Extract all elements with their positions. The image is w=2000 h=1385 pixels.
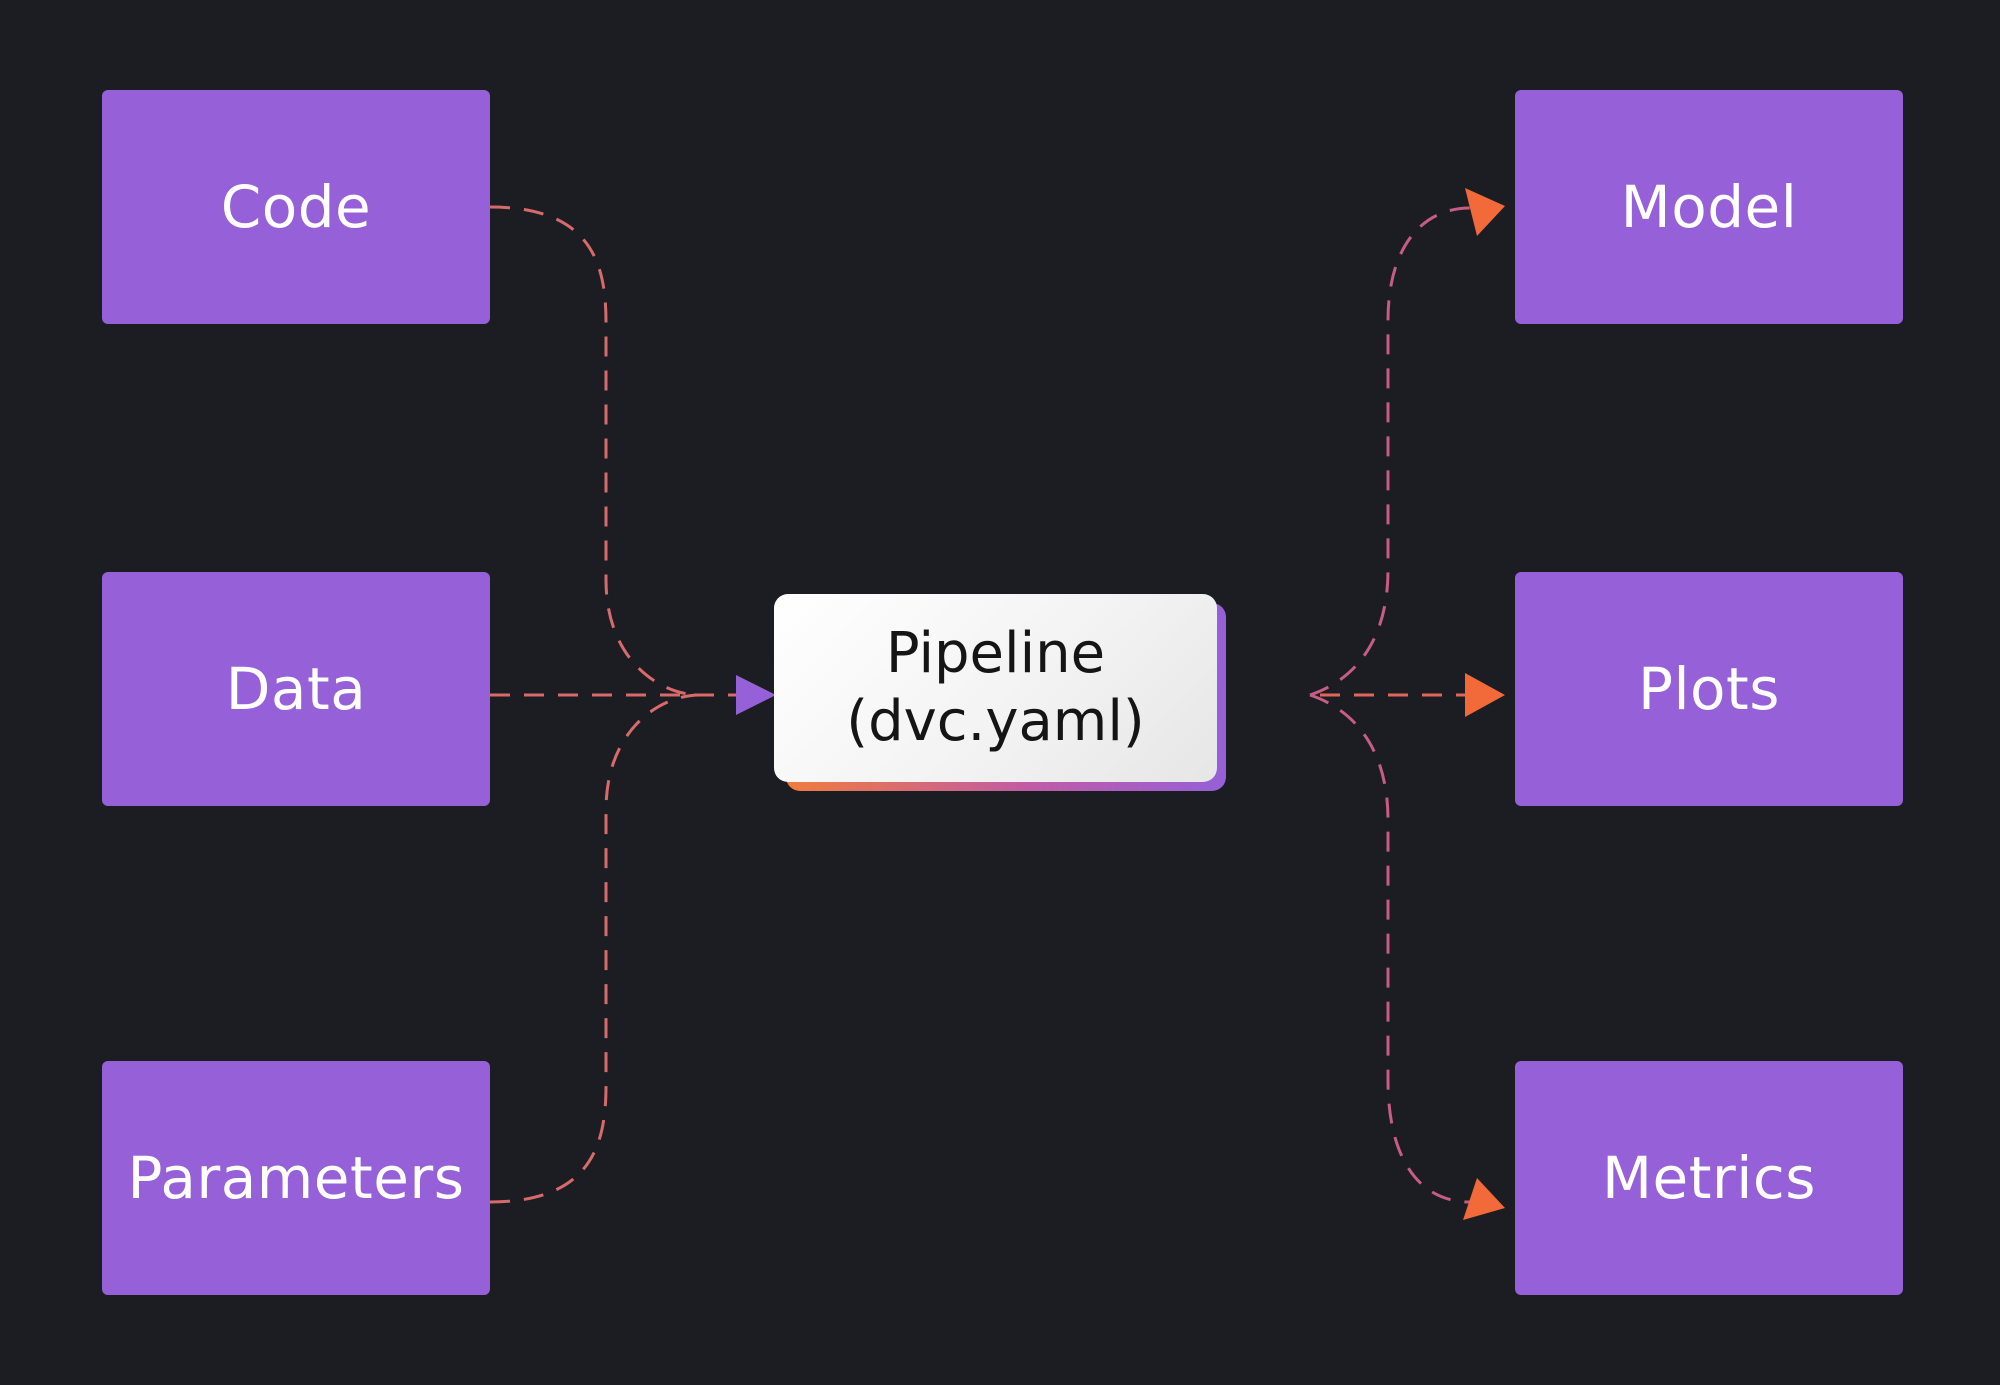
edge-pipeline-to-model bbox=[1309, 206, 1471, 697]
node-code: Code bbox=[102, 90, 490, 324]
node-data: Data bbox=[102, 572, 490, 806]
metrics-arrowhead bbox=[1463, 1178, 1505, 1220]
pipeline-subtitle: (dvc.yaml) bbox=[846, 689, 1145, 754]
edge-pipeline-to-metrics bbox=[1309, 693, 1471, 1204]
node-metrics: Metrics bbox=[1515, 1061, 1903, 1295]
node-pipeline: Pipeline (dvc.yaml) bbox=[774, 594, 1217, 782]
node-metrics-label: Metrics bbox=[1601, 1144, 1817, 1212]
node-parameters: Parameters bbox=[102, 1061, 490, 1295]
node-model-label: Model bbox=[1620, 173, 1798, 241]
node-plots: Plots bbox=[1515, 572, 1903, 806]
node-model: Model bbox=[1515, 90, 1903, 324]
plots-arrowhead bbox=[1465, 673, 1505, 717]
node-plots-label: Plots bbox=[1637, 655, 1781, 723]
node-code-label: Code bbox=[220, 173, 372, 241]
edge-parameters-to-pipeline bbox=[489, 693, 701, 1204]
pipeline-input-arrowhead bbox=[736, 675, 776, 715]
pipeline-title: Pipeline bbox=[885, 621, 1106, 686]
node-parameters-label: Parameters bbox=[127, 1144, 465, 1212]
edge-code-to-pipeline bbox=[489, 205, 701, 697]
node-data-label: Data bbox=[225, 655, 367, 723]
model-arrowhead bbox=[1465, 188, 1505, 236]
